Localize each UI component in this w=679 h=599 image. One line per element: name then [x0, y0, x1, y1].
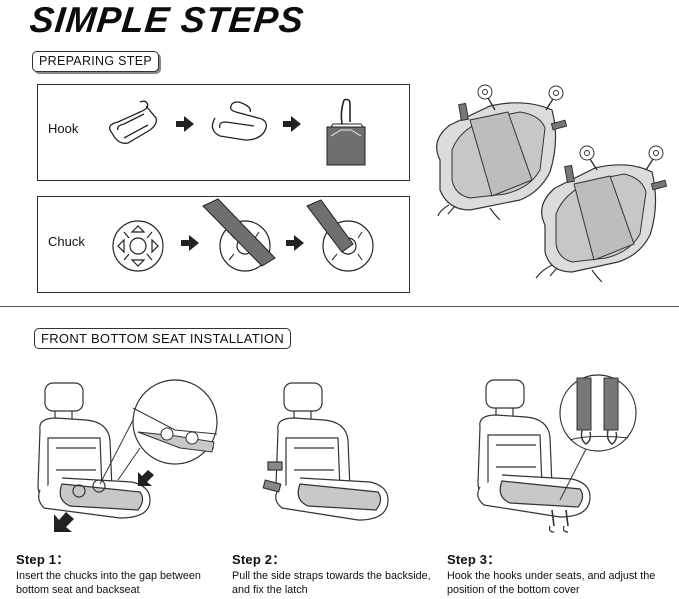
step1-title: Step 1：: [16, 552, 69, 568]
seat-step2-illustration: [263, 383, 388, 520]
step2-title: Step 2：: [232, 552, 285, 568]
step1-text: Insert the chucks into the gap between b…: [16, 569, 236, 597]
step2-text: Pull the side straps towards the backsid…: [232, 569, 446, 597]
seat-step1-illustration: [38, 383, 150, 518]
step3-text: Hook the hooks under seats, and adjust t…: [447, 569, 672, 597]
step3-title: Step 3：: [447, 552, 500, 568]
zoom-detail-circle-1: [100, 380, 217, 484]
